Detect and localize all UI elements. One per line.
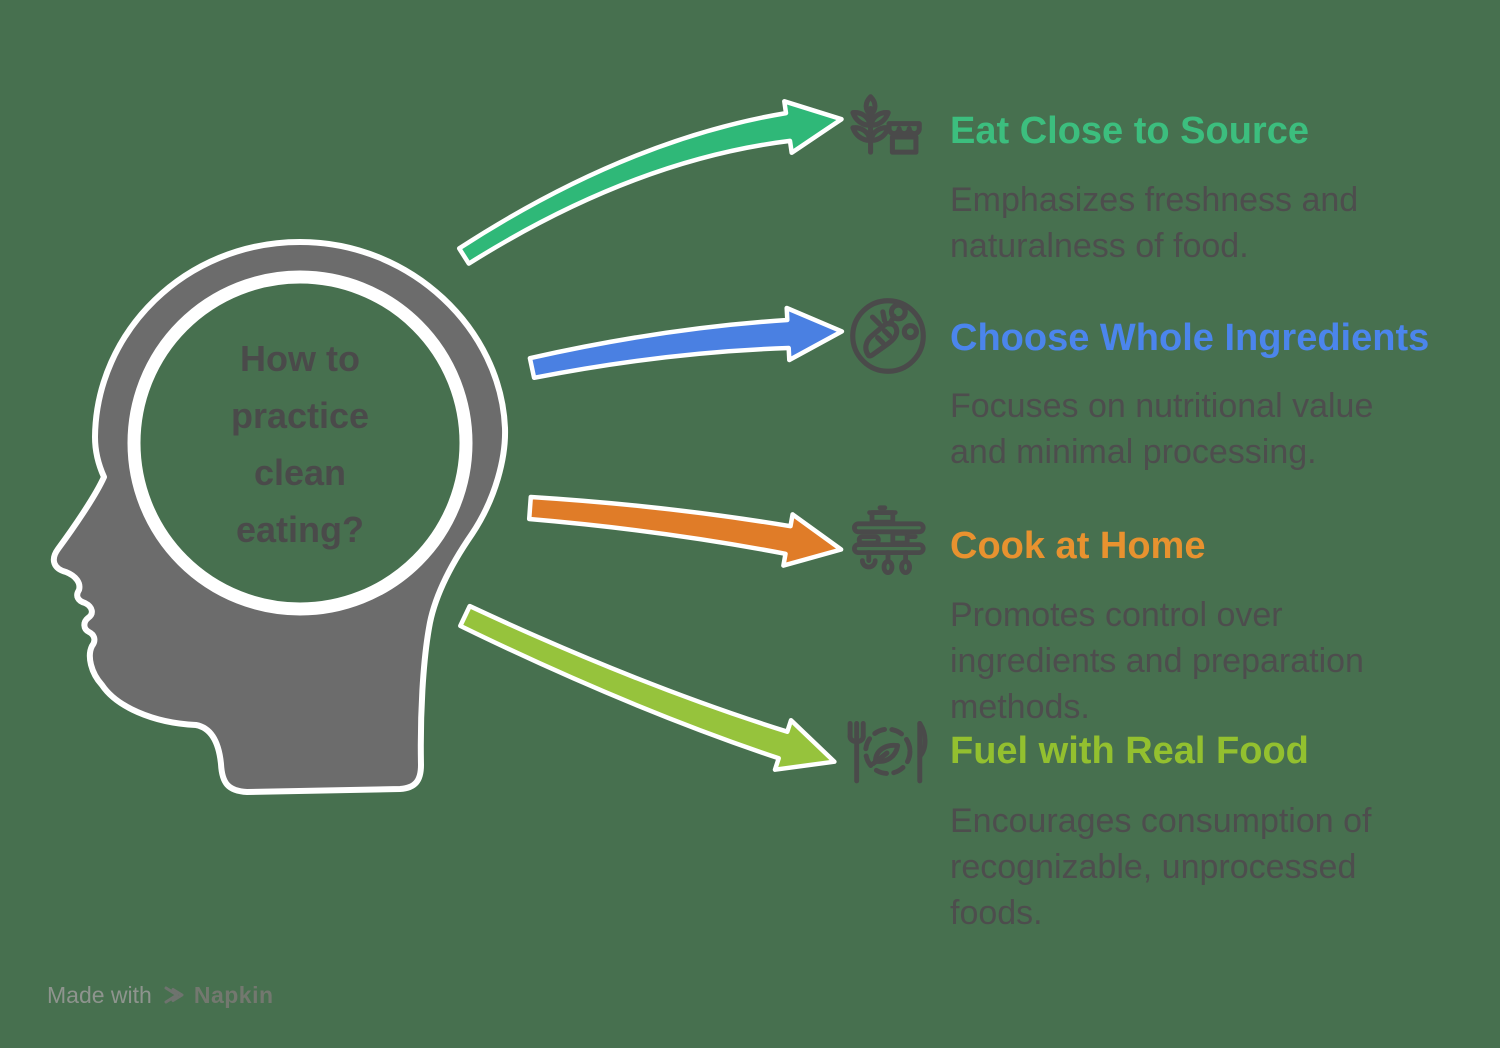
napkin-logo-icon bbox=[164, 986, 184, 1004]
plate-vegetables-icon bbox=[850, 298, 926, 374]
brain-circle bbox=[127, 270, 473, 616]
wheat-market-icon bbox=[850, 94, 922, 155]
watermark-prefix: Made with bbox=[47, 981, 152, 1008]
plate-leaf-cutlery-icon bbox=[847, 721, 928, 784]
central-question: How to practice clean eating? bbox=[230, 338, 370, 550]
arrow-eat-close-to-source bbox=[456, 99, 844, 266]
item-desc-fuel-with-real-food: Encourages consumption of recognizable, … bbox=[950, 802, 1372, 932]
item-title-eat-close-to-source: Eat Close to Source bbox=[950, 110, 1309, 152]
item-title-cook-at-home: Cook at Home bbox=[950, 525, 1206, 567]
watermark-brand: Napkin bbox=[193, 981, 274, 1008]
kitchen-shelf-icon bbox=[852, 505, 926, 575]
item-title-fuel-with-real-food: Fuel with Real Food bbox=[950, 730, 1309, 772]
arrow-fuel-with-real-food bbox=[458, 603, 837, 772]
arrow-cook-at-home bbox=[526, 494, 844, 568]
watermark: Made with Napkin bbox=[47, 980, 274, 1010]
item-desc-cook-at-home: Promotes control over ingredients and pr… bbox=[950, 596, 1364, 726]
item-desc-choose-whole-ingredients: Focuses on nutritional value and minimal… bbox=[950, 387, 1374, 471]
item-title-choose-whole-ingredients: Choose Whole Ingredients bbox=[950, 317, 1430, 359]
arrow-choose-whole-ingredients bbox=[527, 305, 845, 381]
item-desc-eat-close-to-source: Emphasizes freshness and naturalness of … bbox=[950, 181, 1359, 265]
